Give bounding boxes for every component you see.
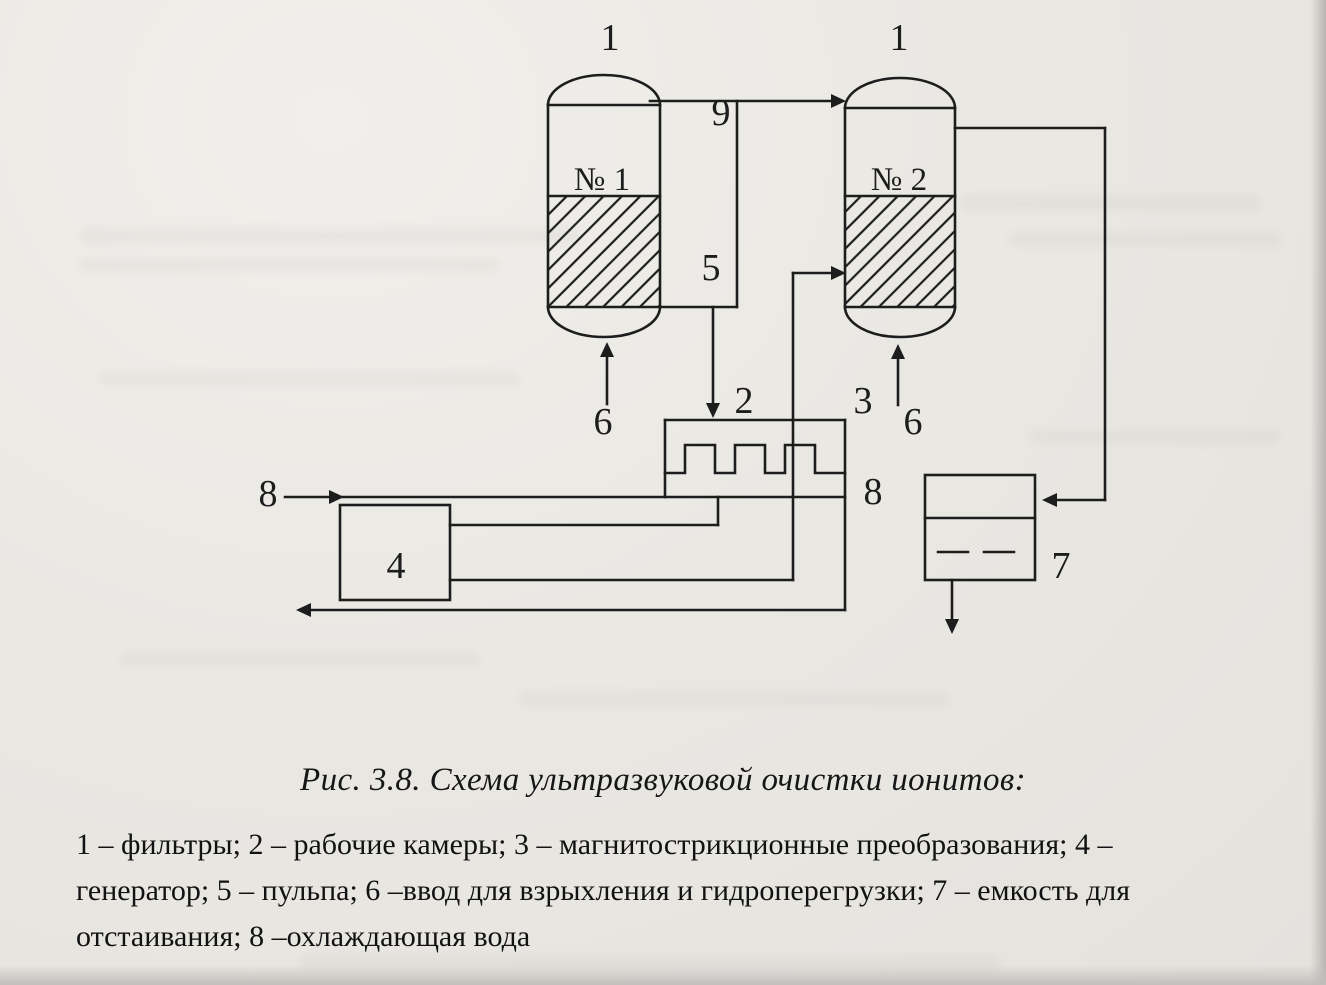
filter-1-name: № 1	[574, 162, 630, 198]
tank-feed-pipe	[953, 126, 1107, 502]
label-chamber-2: 2	[735, 380, 754, 422]
flow-arrow-icon	[1042, 493, 1057, 507]
filter-1-vessel	[546, 73, 662, 339]
label-transducer-3: 3	[854, 380, 873, 422]
figure-caption: Рис. 3.8. Схема ультразвуковой очистки и…	[300, 762, 1026, 798]
label-water-8-out: 8	[864, 471, 883, 513]
working-chamber-2	[663, 418, 847, 499]
flow-arrow-icon	[600, 342, 614, 357]
label-pulp-5: 5	[702, 247, 721, 289]
legend-line-2: генератор; 5 – пульпа; 6 –ввод для взрых…	[76, 874, 1131, 907]
legend-line-3: отстаивания; 8 –охлаждающая вода	[76, 920, 531, 953]
label-pipe-9: 9	[712, 92, 731, 134]
figure-legend: 1 – фильтры; 2 – рабочие камеры; 3 – маг…	[76, 822, 1326, 960]
filter-2-vessel	[843, 76, 957, 339]
label-filter-1-left: 1	[601, 17, 620, 59]
label-inlet-6-right: 6	[904, 401, 923, 443]
filter-1-resin-bed	[548, 196, 660, 307]
cooling-water-out-8	[306, 495, 847, 612]
filter-2-resin-bed	[845, 196, 955, 307]
scan-artifact	[1030, 430, 1280, 444]
scan-artifact	[100, 372, 520, 386]
label-water-8-in: 8	[259, 473, 278, 515]
chamber-return-pipe	[448, 271, 834, 582]
flow-arrow-icon	[831, 94, 846, 108]
flow-arrow-icon	[329, 490, 344, 504]
scan-artifact	[1010, 232, 1280, 246]
flow-arrow-icon	[296, 603, 311, 617]
generator-wire	[448, 495, 720, 527]
scan-edge-shadow-bottom	[0, 965, 1326, 985]
flow-arrow-icon	[945, 619, 959, 634]
ultrasonic-cleaning-diagram: 1 1 9 5 2 3 6 6 8 8 4 7 № 1 № 2	[259, 17, 1107, 634]
legend-line-1: 1 – фильтры; 2 – рабочие камеры; 3 – маг…	[76, 828, 1113, 861]
scan-edge-shadow-right	[1310, 0, 1326, 985]
flow-arrow-icon	[831, 266, 846, 280]
flow-arrow-icon	[706, 403, 720, 418]
flow-arrow-icon	[891, 344, 905, 359]
settling-tank-7	[923, 473, 1037, 582]
transducers-3	[663, 443, 847, 475]
scan-artifact	[960, 195, 1260, 211]
label-tank-7: 7	[1052, 545, 1071, 587]
generator-box-4	[338, 503, 452, 602]
label-inlet-6-left: 6	[594, 401, 613, 443]
scan-artifact	[80, 228, 580, 244]
label-generator-4: 4	[387, 545, 406, 587]
pulp-pipe-5	[658, 305, 739, 406]
scan-artifact	[120, 652, 480, 666]
label-filter-1-right: 1	[890, 17, 909, 59]
filter-2-name: № 2	[871, 162, 927, 198]
transfer-pipe-9	[648, 99, 834, 309]
scan-artifact	[80, 258, 500, 272]
scan-artifact	[520, 692, 950, 706]
